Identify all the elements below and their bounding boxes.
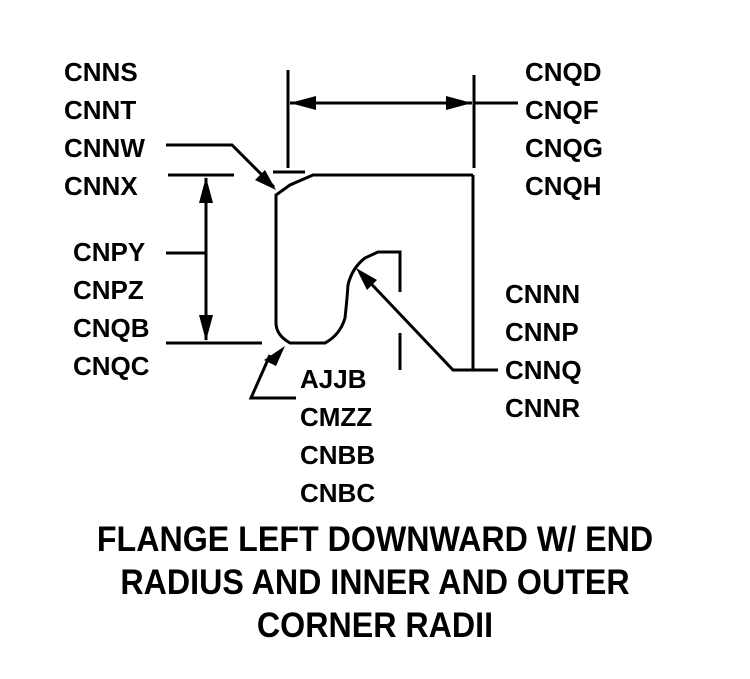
leader-cnnw (166, 143, 276, 189)
label-group-bottom-center: AJJB CMZZ CNBB CNBC (300, 360, 375, 512)
leader-cnnq (358, 270, 498, 372)
arrowhead-width-left (290, 96, 316, 110)
label-group-top-left: CNNS CNNT CNNW CNNX (64, 53, 145, 205)
part-code-label: CNNW (64, 133, 145, 163)
part-code-label: CNQG (525, 133, 603, 163)
arrowhead-height-top (199, 177, 213, 203)
part-code-label: CNNP (505, 317, 579, 347)
flange-outline (274, 173, 475, 370)
part-code-label: CNBC (300, 478, 376, 508)
part-code-label: CNNX (64, 171, 138, 201)
part-code-label: CNNN (505, 279, 581, 309)
part-code-label: CNQF (525, 95, 599, 125)
arrowhead-cnnq (356, 268, 377, 290)
part-code-label: AJJB (300, 364, 367, 394)
caption-line: CORNER RADII (256, 606, 494, 645)
leader-cmzz (248, 354, 296, 400)
part-code-label: CNQB (73, 313, 150, 343)
part-code-label: CNBB (300, 440, 376, 470)
arrowhead-width-right (446, 96, 472, 110)
part-code-label: CNPZ (73, 275, 144, 305)
part-code-label: CNPY (73, 237, 146, 267)
diagram-caption: FLANGE LEFT DOWNWARD W/ END RADIUS AND I… (30, 518, 720, 647)
part-code-label: CNNQ (505, 355, 582, 385)
label-group-right-middle: CNNN CNNP CNNQ CNNR (505, 275, 582, 427)
part-code-label: CNNS (64, 57, 138, 87)
part-code-label: CNNR (505, 393, 581, 423)
part-code-label: CNQH (525, 171, 602, 201)
part-code-label: CMZZ (300, 402, 373, 432)
label-group-top-right: CNQD CNQF CNQG CNQH (525, 53, 603, 205)
arrowhead-cmzz (264, 346, 285, 366)
caption-line: RADIUS AND INNER AND OUTER (120, 563, 630, 602)
label-group-left-middle: CNPY CNPZ CNQB CNQC (73, 233, 150, 385)
part-code-label: CNNT (64, 95, 137, 125)
arrowhead-height-bottom (199, 315, 213, 341)
part-code-label: CNQD (525, 57, 602, 87)
arrowhead-cnnw (255, 170, 276, 190)
part-code-label: CNQC (73, 351, 150, 381)
caption-line: FLANGE LEFT DOWNWARD W/ END (96, 520, 654, 559)
